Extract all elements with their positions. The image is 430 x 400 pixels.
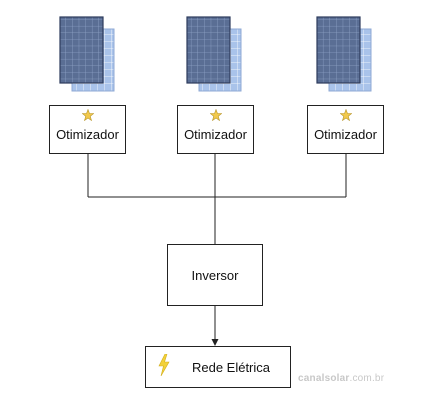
lightning-bolt-icon bbox=[158, 353, 170, 383]
solar-panel-icon-2 bbox=[186, 16, 242, 92]
inverter-box: Inversor bbox=[167, 244, 263, 306]
inverter-label: Inversor bbox=[191, 267, 239, 283]
optimizer-label: Otimizador bbox=[314, 127, 377, 142]
arrow-head bbox=[211, 339, 219, 346]
grid-label: Rede Elétrica bbox=[191, 359, 271, 375]
optimizer-label: Otimizador bbox=[184, 127, 247, 142]
optimizer-label: Otimizador bbox=[56, 127, 119, 142]
solar-panel-icon-3 bbox=[316, 16, 372, 92]
solar-panel-icon-1 bbox=[59, 16, 115, 92]
star-icon bbox=[338, 108, 353, 123]
star-icon bbox=[208, 108, 223, 123]
grid-box: Rede Elétrica bbox=[145, 346, 291, 388]
watermark-brand: canalsolar bbox=[298, 373, 350, 384]
watermark-suffix: .com.br bbox=[349, 373, 385, 384]
optimizer-box-2: Otimizador bbox=[177, 105, 254, 154]
watermark: canalsolar.com.br bbox=[298, 373, 384, 384]
optimizer-box-3: Otimizador bbox=[307, 105, 384, 154]
optimizer-box-1: Otimizador bbox=[49, 105, 126, 154]
star-icon bbox=[80, 108, 95, 123]
